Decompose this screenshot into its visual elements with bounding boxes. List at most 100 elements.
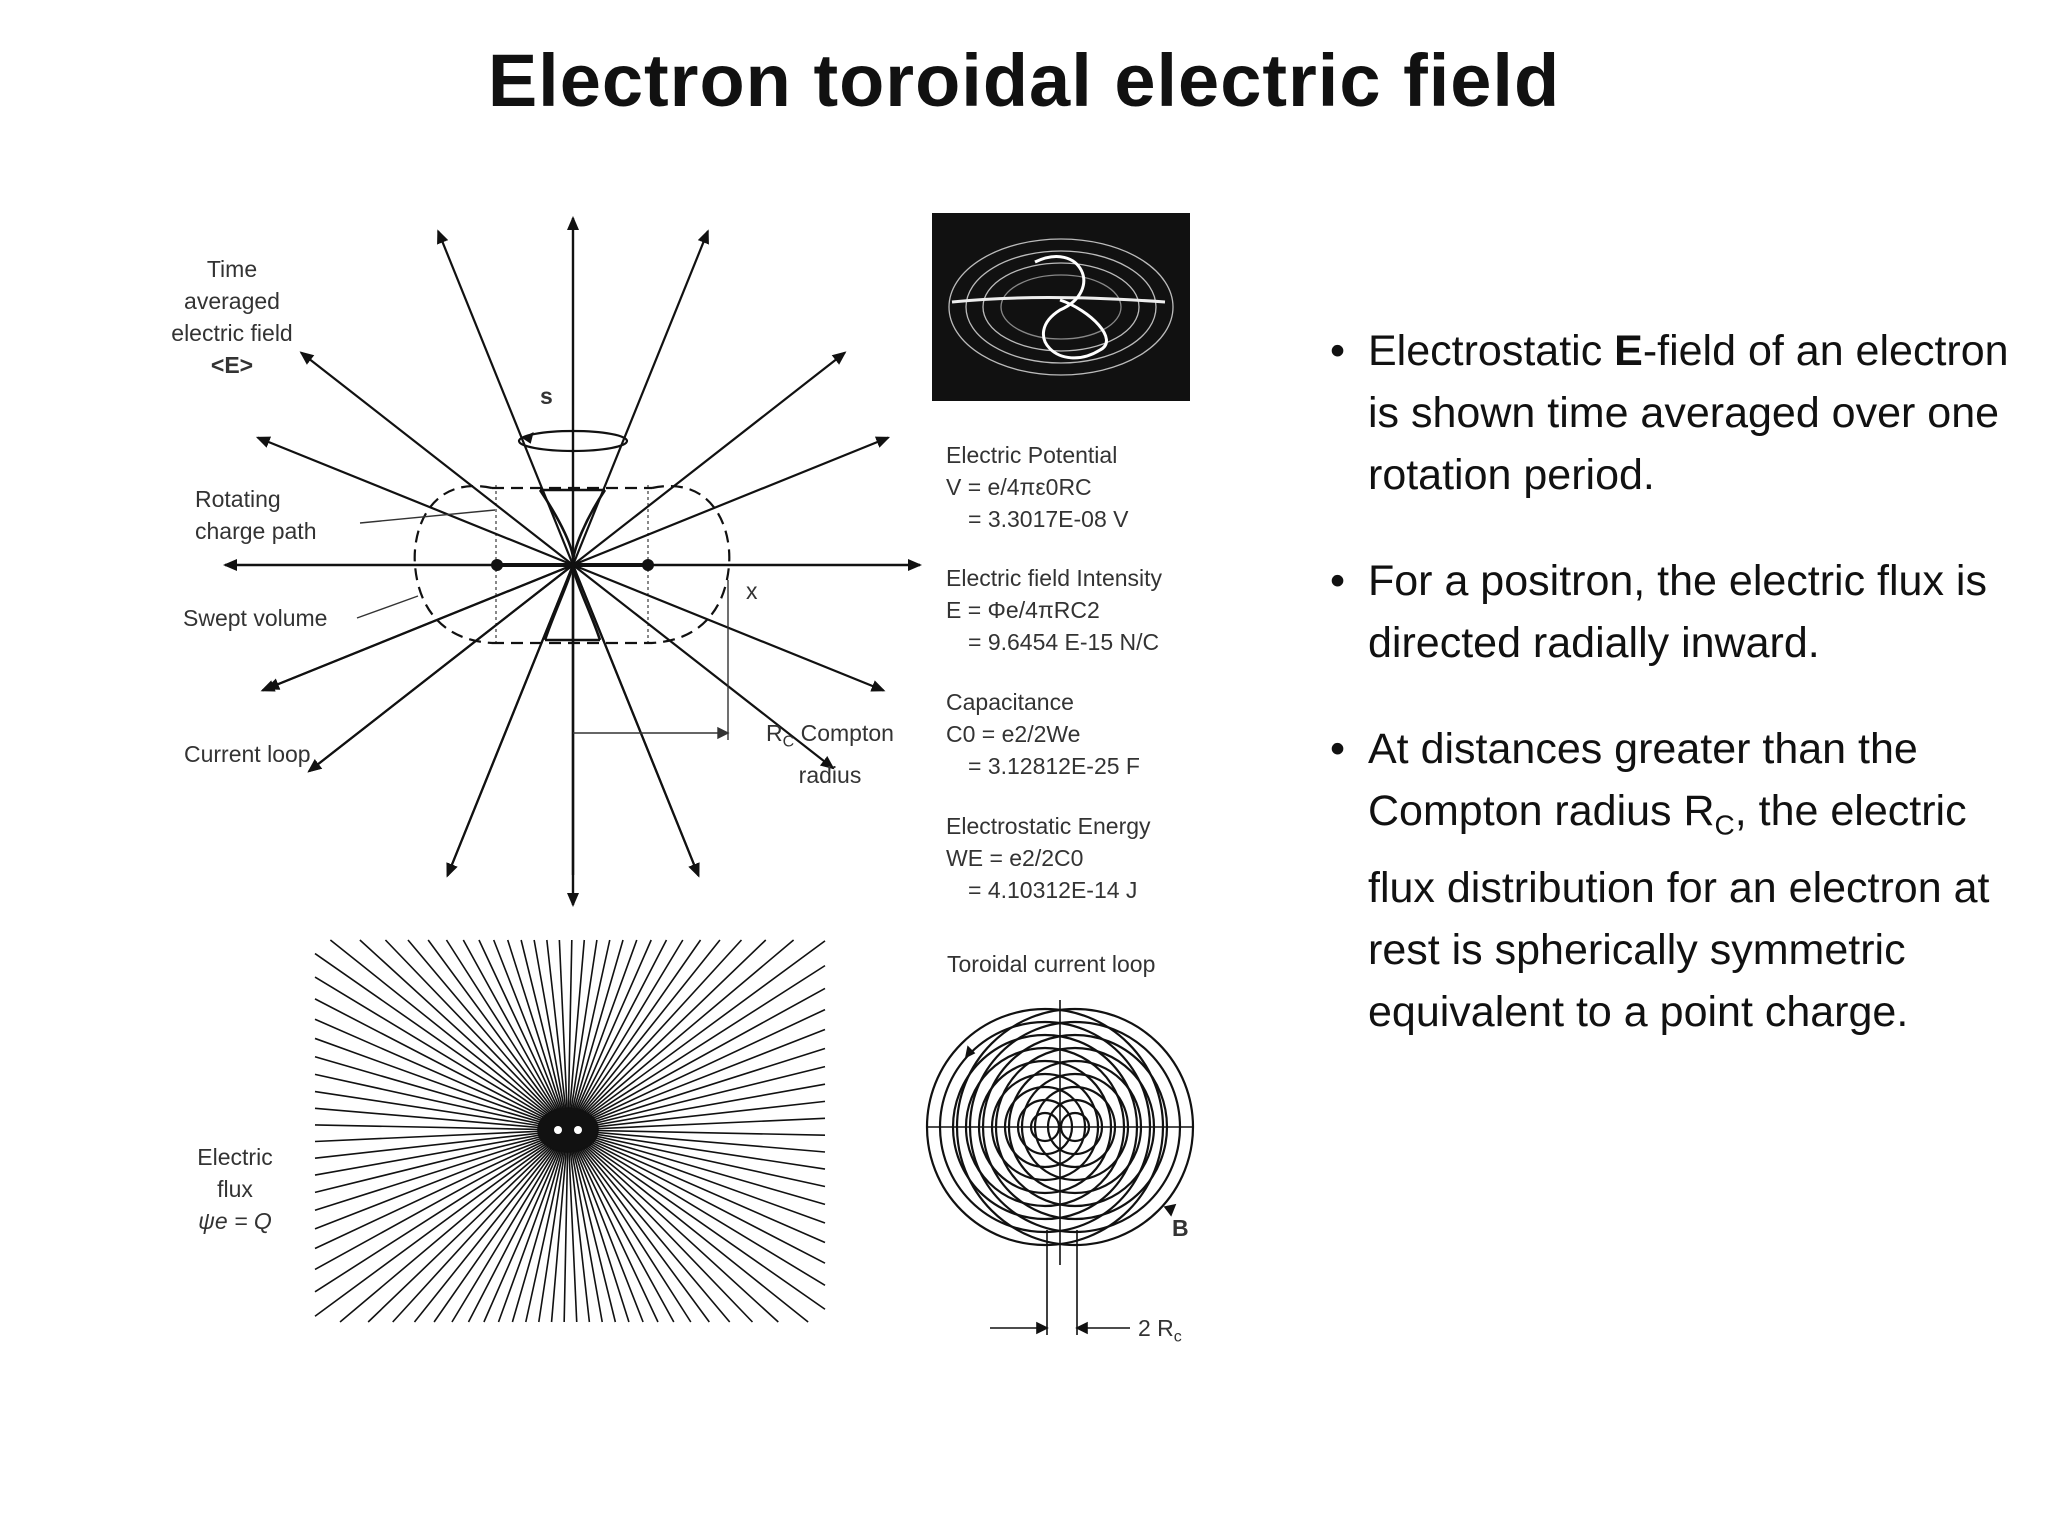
- capacitance-title: Capacitance: [946, 689, 1074, 715]
- flux-line: [314, 1129, 569, 1194]
- potential-eq: V = e/4πε0RC: [946, 474, 1092, 500]
- flux-line: [462, 939, 569, 1131]
- field-arrow: [265, 563, 574, 690]
- flux-line: [314, 1129, 569, 1230]
- flux-line: [567, 1129, 591, 1323]
- flux-line: [497, 1129, 569, 1323]
- flux-line: [567, 1129, 692, 1323]
- flux-line: [567, 964, 826, 1131]
- rotating-line-2: charge path: [195, 518, 317, 544]
- field-arrow: [446, 564, 575, 878]
- flux-line: [567, 1129, 710, 1323]
- field-arrow: [255, 436, 574, 567]
- flux-line: [314, 952, 569, 1131]
- bullet-dot: •: [1330, 327, 1346, 375]
- flux-line: [427, 939, 569, 1131]
- field-arrow: [571, 229, 709, 566]
- flux-lines: [314, 939, 826, 1323]
- compton-line-2: radius: [798, 761, 862, 788]
- flux-line: [314, 1129, 569, 1176]
- field-title: Electric field Intensity: [946, 565, 1163, 591]
- flux-line: [567, 1129, 659, 1323]
- two-rc-sub: c: [1173, 1328, 1182, 1346]
- time-averaged-line-3: electric field: [171, 320, 293, 346]
- charge-point-right: [642, 559, 654, 571]
- energy-value: = 4.10312E-14 J: [968, 877, 1138, 903]
- capacitance-value: = 3.12812E-25 F: [968, 753, 1140, 779]
- flux-line: [567, 939, 743, 1131]
- flux-line: [314, 1055, 569, 1131]
- flux-line: [567, 939, 721, 1131]
- bullet-3: • At distances greater than the Compton …: [1330, 718, 2020, 1043]
- flux-line: [567, 1129, 826, 1206]
- field-arrow: [571, 564, 700, 878]
- flux-line: [567, 939, 598, 1131]
- rotating-charge-label: Rotating charge path: [195, 483, 316, 547]
- flux-line: [533, 939, 569, 1131]
- bullet-list: • Electrostatic E-field of an electron i…: [1330, 320, 2020, 1087]
- bullet-1-bold: E: [1614, 327, 1643, 375]
- flux-line: [567, 1129, 826, 1310]
- flux-line: [314, 1129, 569, 1293]
- flux-line: [567, 939, 624, 1131]
- bullet-1-post: -field of an electron is shown time aver…: [1368, 327, 2009, 499]
- flux-line: [567, 1100, 826, 1131]
- potential-value: = 3.3017E-08 V: [968, 506, 1129, 532]
- time-averaged-label: Time averaged electric field <E>: [152, 253, 312, 381]
- field-arrow: [572, 351, 847, 566]
- formula-field: Electric field Intensity E = Φe/4πRC2 = …: [946, 562, 1162, 658]
- formula-potential: Electric Potential V = e/4πε0RC = 3.3017…: [946, 439, 1128, 535]
- flux-line: [567, 939, 586, 1131]
- time-averaged-line-2: averaged: [184, 288, 280, 314]
- field-eq: E = Φe/4πRC2: [946, 597, 1100, 623]
- flux-line: [314, 1129, 569, 1212]
- flux-line: [567, 1129, 578, 1323]
- flux-line: [567, 1129, 779, 1323]
- flux-line: [314, 1018, 569, 1131]
- flux-line: [339, 1129, 569, 1323]
- toroidal-loop-label: Toroidal current loop: [947, 951, 1156, 977]
- flux-line: [567, 1129, 826, 1170]
- flux-line: [314, 1129, 569, 1159]
- flux-line: [314, 1107, 569, 1131]
- flux-line: [567, 939, 702, 1131]
- flux-line: [314, 1129, 569, 1250]
- torus-render: [932, 213, 1190, 401]
- electric-flux-line-1: Electric: [197, 1144, 273, 1170]
- electric-flux-label: Electric flux ψe = Q: [180, 1141, 290, 1237]
- formula-capacitance: Capacitance C0 = e2/2We = 3.12812E-25 F: [946, 686, 1140, 782]
- leader-lines: [356, 509, 730, 740]
- flux-core: [537, 1107, 599, 1153]
- current-loop-label: Current loop: [184, 741, 311, 767]
- flux-line: [567, 1129, 630, 1323]
- bullet-dot: •: [1330, 557, 1346, 605]
- flux-line: [563, 1129, 569, 1323]
- two-rc-text: 2 R: [1138, 1315, 1174, 1341]
- flux-line: [546, 939, 569, 1131]
- flux-line: [567, 939, 652, 1131]
- compton-word: Compton: [794, 720, 894, 746]
- flux-line: [567, 1129, 826, 1224]
- flux-line: [520, 939, 569, 1131]
- flux-line: [567, 1129, 731, 1323]
- bullet-2: • For a positron, the electric flux is d…: [1330, 550, 2020, 674]
- flux-line: [467, 1129, 569, 1323]
- flux-line: [329, 939, 569, 1131]
- time-averaged-line-1: Time: [206, 256, 258, 282]
- flux-line: [478, 939, 569, 1131]
- flux-line: [567, 1008, 826, 1131]
- flux-line: [567, 1129, 826, 1244]
- flux-line: [511, 1129, 569, 1323]
- compton-r: R: [766, 720, 783, 746]
- flux-line: [506, 939, 569, 1131]
- flux-line: [567, 1129, 617, 1323]
- flux-line: [314, 1129, 569, 1317]
- flux-line: [359, 939, 569, 1131]
- time-averaged-line-4: <E>: [210, 352, 254, 378]
- flux-line: [314, 1073, 569, 1131]
- flux-line: [567, 1129, 809, 1323]
- flux-line: [567, 1083, 826, 1131]
- flux-line: [314, 976, 569, 1131]
- flux-line: [567, 939, 668, 1131]
